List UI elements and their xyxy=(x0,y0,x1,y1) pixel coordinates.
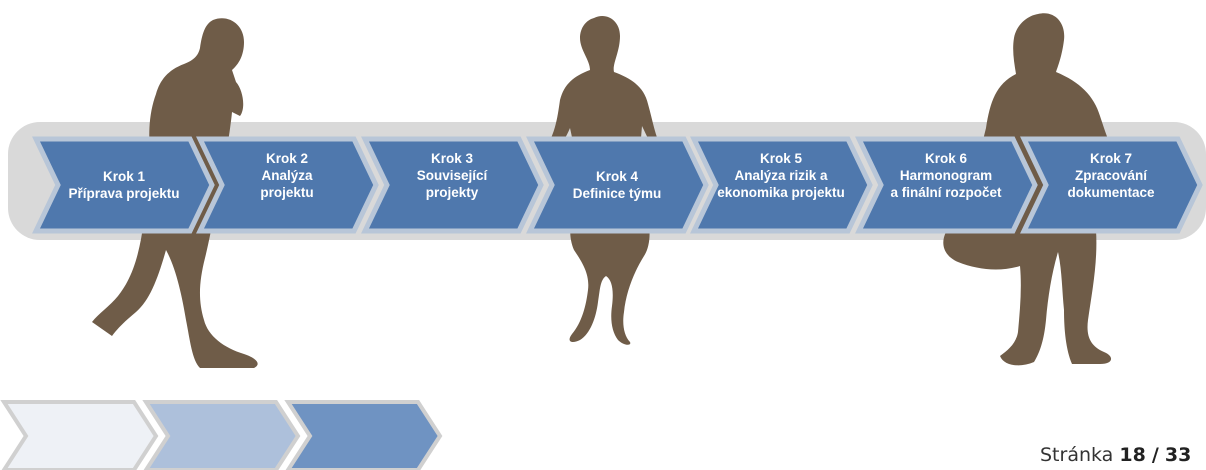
step-title-cont: projekty xyxy=(425,185,479,200)
step-number: Krok 7 xyxy=(1089,151,1133,166)
slide-number: Stránka 18 / 33 xyxy=(1040,444,1191,466)
step-number: Krok 2 xyxy=(265,151,309,166)
slide-number-total: 33 xyxy=(1164,444,1192,466)
step-label: Krok 2 Analýza projektu xyxy=(212,150,362,201)
step-title: Analýza xyxy=(261,168,313,183)
step-title: Definice týmu xyxy=(572,186,662,201)
step-label: Krok 5 Analýza rizik a ekonomika projekt… xyxy=(706,150,856,201)
step-number: Krok 5 xyxy=(759,151,803,166)
step-number: Krok 4 xyxy=(595,169,639,184)
step-chevron xyxy=(1020,136,1203,234)
slide-number-current: 18 xyxy=(1119,444,1146,466)
step-chevron xyxy=(361,136,544,234)
legend-chevron-light xyxy=(0,400,159,470)
step-number: Krok 6 xyxy=(924,151,968,166)
step-chevron xyxy=(196,136,379,234)
step-title-cont: projektu xyxy=(260,185,314,200)
step-label: Krok 7 Zpracování dokumentace xyxy=(1036,150,1186,201)
step-chevron xyxy=(526,136,709,234)
step-chevron xyxy=(855,136,1038,234)
slide-number-separator: / xyxy=(1151,444,1159,466)
legend-chevrons xyxy=(0,400,443,470)
slide-number-label: Stránka xyxy=(1040,444,1114,466)
step-title: Příprava projektu xyxy=(68,186,180,201)
step-title: Související xyxy=(416,168,488,183)
legend-chevron-mid xyxy=(142,400,301,470)
step-label: Krok 4 Definice týmu xyxy=(542,168,692,202)
step-chevron xyxy=(690,136,873,234)
step-title-cont: a finální rozpočet xyxy=(890,185,1002,200)
legend-chevron-dark xyxy=(284,400,443,470)
step-label: Krok 6 Harmonogram a finální rozpočet xyxy=(871,150,1021,201)
step-number: Krok 1 xyxy=(102,169,146,184)
step-title-cont: dokumentace xyxy=(1067,185,1155,200)
step-label: Krok 3 Související projekty xyxy=(377,150,527,201)
step-title: Zpracování xyxy=(1074,168,1148,183)
step-label: Krok 1 Příprava projektu xyxy=(49,168,199,202)
step-chevrons xyxy=(32,136,1203,234)
step-chevron xyxy=(32,136,215,234)
step-title: Analýza rizik a xyxy=(734,168,828,183)
step-title: Harmonogram xyxy=(899,168,993,183)
step-title-cont: ekonomika projektu xyxy=(717,185,845,200)
step-number: Krok 3 xyxy=(430,151,474,166)
